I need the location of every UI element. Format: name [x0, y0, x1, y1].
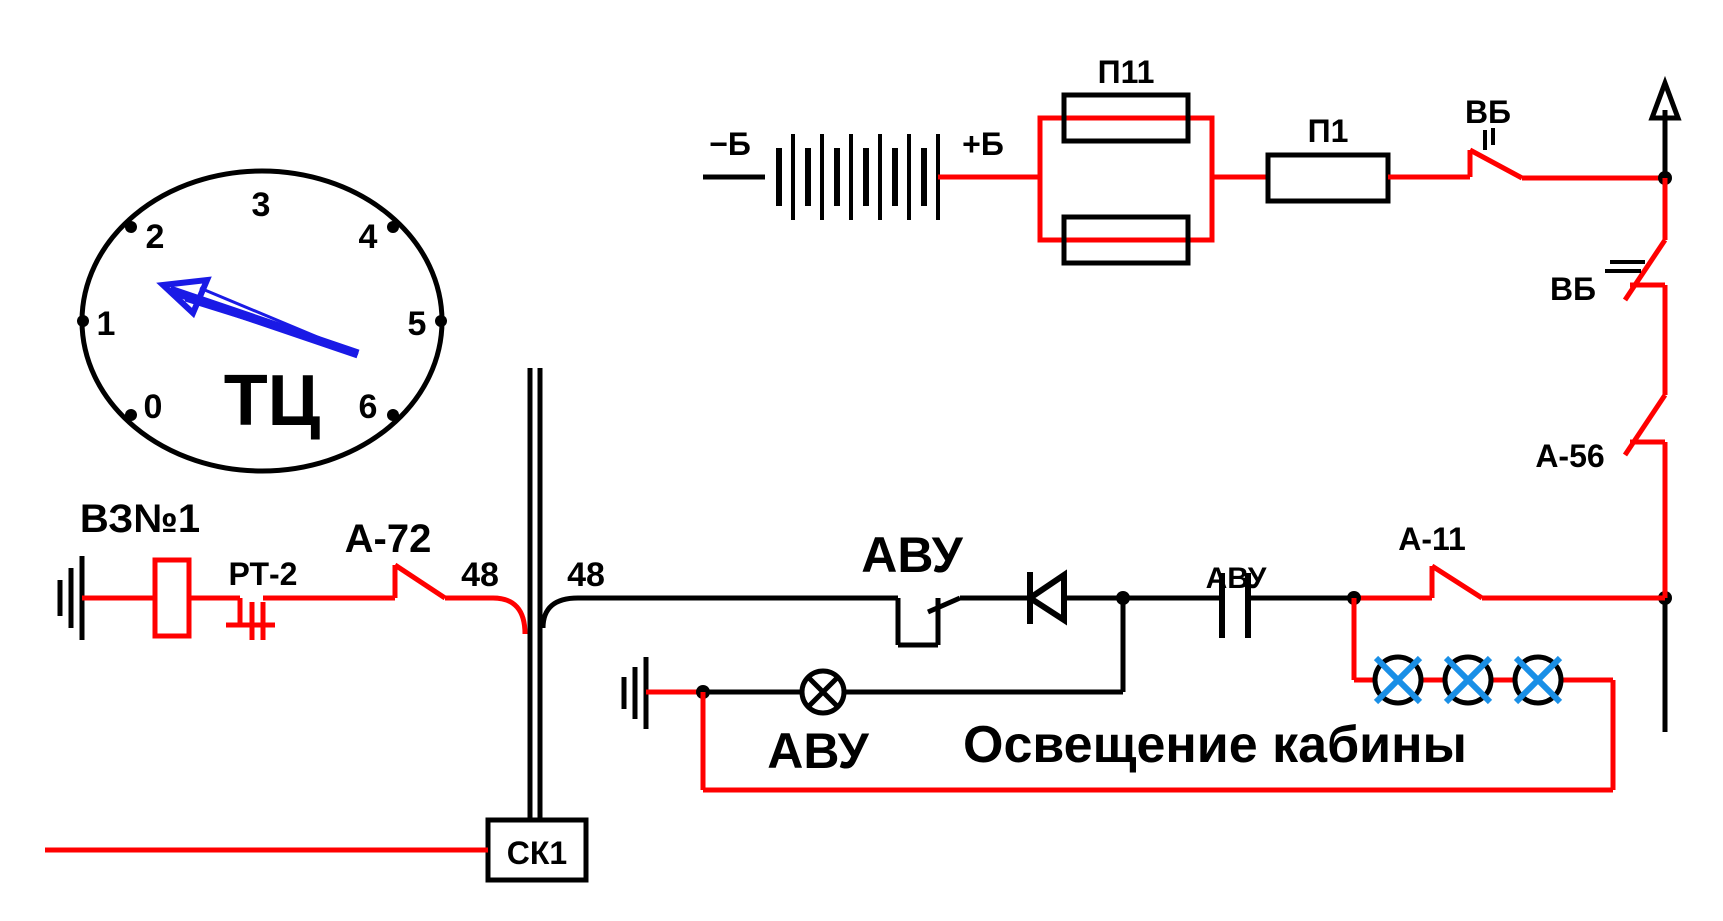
diode: [960, 569, 1123, 626]
cab-lamp-icon: [1442, 654, 1494, 706]
relay-rt2-label: РТ-2: [229, 556, 298, 592]
avu-contact-top-label: АВУ: [861, 527, 963, 583]
gauge-dot-2: [125, 221, 137, 233]
ground-left: [57, 556, 85, 640]
relay-rt2-contact: РТ-2: [226, 556, 395, 640]
gauge-needle: [156, 276, 360, 359]
connector-sk1: СК1: [485, 817, 589, 883]
cab-lamps: [1372, 654, 1564, 706]
switch-vb-top: ВБ: [1465, 94, 1524, 181]
gauge-tick-1: 1: [97, 305, 116, 343]
p11-fuse-top: [1061, 92, 1191, 144]
needle-arrow-icon: [156, 276, 212, 319]
avu-contact-top: АВУ: [861, 527, 964, 648]
gauge-dot-1: [77, 315, 89, 327]
ground-lamp: [621, 657, 649, 729]
gauge-dot-6: [387, 409, 399, 421]
battery-minus-label: −Б: [709, 126, 751, 162]
fuse-p11-label: П11: [1098, 54, 1155, 90]
connector-sk1-label: СК1: [507, 835, 567, 871]
cab-lamp-icon: [1372, 654, 1424, 706]
switch-a56-label: А-56: [1535, 438, 1604, 474]
gauge-name: ТЦ: [224, 361, 321, 441]
gauge-tick-6: 6: [359, 388, 378, 426]
gauge-tick-4: 4: [359, 218, 378, 256]
p11-fuse-bottom: [1061, 214, 1191, 266]
group-label-vz1: ВЗ№1: [80, 497, 200, 541]
switch-a72-label: А-72: [345, 517, 432, 561]
switch-a11: А-11: [1354, 521, 1665, 601]
bus-arrow-icon: [1648, 75, 1682, 121]
fuse-p11: П11: [1037, 54, 1215, 266]
gauge-tick-0: 0: [144, 388, 163, 426]
gauge-dot-4: [387, 221, 399, 233]
wire-number-left: 48: [461, 556, 499, 594]
cab-lighting-label: Освещение кабины: [963, 716, 1467, 774]
avu-lamp: АВУ: [767, 668, 870, 779]
switch-vb-top-label: ВБ: [1465, 94, 1511, 130]
battery-plus-label: +Б: [962, 126, 1004, 162]
gauge-tick-2: 2: [146, 218, 165, 256]
vertical-cable: [527, 368, 543, 820]
switch-a11-label: А-11: [1398, 521, 1466, 557]
fuse-p1: П1: [1265, 113, 1391, 204]
red-return-loop: [700, 598, 1616, 793]
avu-contact-mid: АВУ: [1206, 562, 1267, 638]
gauge-dot-5: [435, 315, 447, 327]
relay-coil: [152, 557, 192, 639]
gauge-tick-3: 3: [252, 186, 271, 224]
fuse-p1-label: П1: [1308, 113, 1349, 149]
gauge-tick-5: 5: [408, 305, 427, 343]
diode-icon: [1024, 569, 1067, 626]
right-red-chain: [1622, 178, 1668, 598]
switch-a72: А-72: [345, 517, 493, 601]
cab-lamp-icon: [1512, 654, 1564, 706]
avu-contact-mid-label: АВУ: [1206, 562, 1267, 595]
battery: −Б +Б: [703, 126, 1004, 220]
wire-number-right: 48: [567, 556, 605, 594]
switch-vb-right-label: ВБ: [1550, 271, 1596, 307]
switch-vb-right: ВБ: [1550, 260, 1645, 307]
avu-lamp-label: АВУ: [767, 723, 869, 779]
tc-gauge: 0 1 2 3 4 5 6 ТЦ: [77, 168, 447, 474]
gauge-dot-0: [125, 409, 137, 421]
